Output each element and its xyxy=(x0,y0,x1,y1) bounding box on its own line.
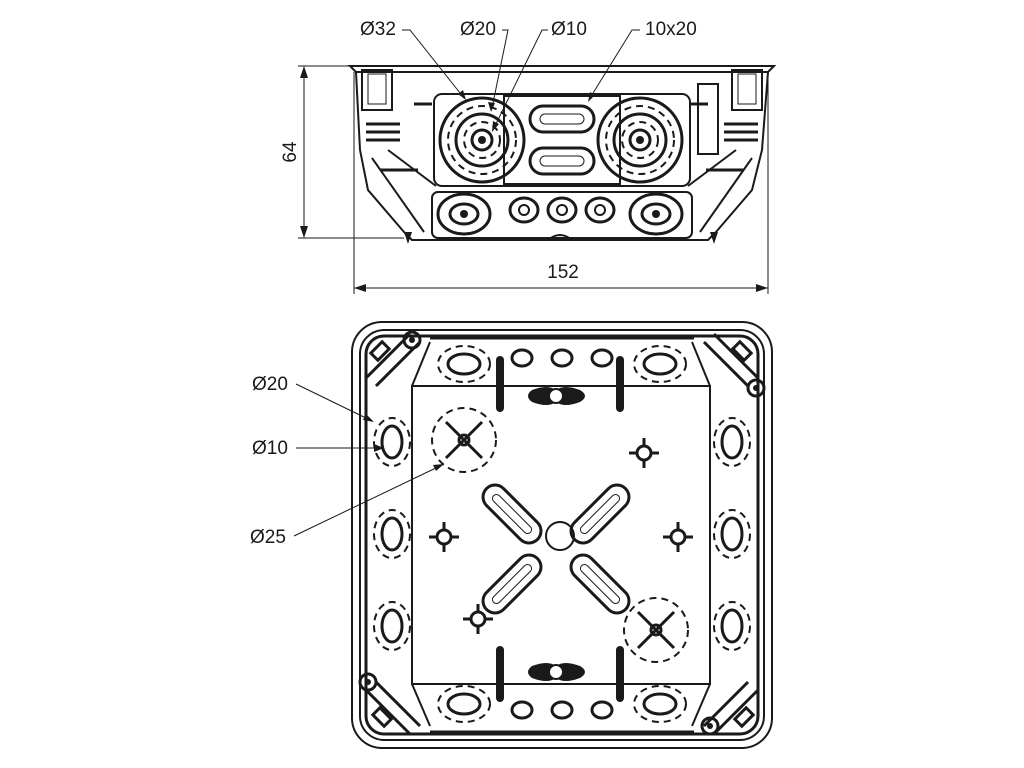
top-view-callouts: Ø20 Ø10 Ø25 xyxy=(250,374,444,548)
knockouts-left xyxy=(364,400,411,670)
knockouts-right xyxy=(713,400,760,670)
label-d20-side: Ø20 xyxy=(460,19,496,40)
screw-point xyxy=(429,522,459,552)
bottom-knockouts xyxy=(431,191,693,241)
screw-points xyxy=(429,438,693,634)
width-label: 152 xyxy=(547,262,579,283)
height-dimension: 64 xyxy=(280,65,404,239)
side-view-callouts: Ø32 Ø20 Ø10 10x20 xyxy=(360,19,697,132)
width-dimension: 152 xyxy=(353,72,769,294)
label-d32: Ø32 xyxy=(360,19,396,40)
label-d20-top: Ø20 xyxy=(252,374,288,395)
side-view: 64 152 Ø32 Ø20 Ø10 10x20 xyxy=(280,19,777,294)
vent-right xyxy=(690,83,758,172)
ribs xyxy=(496,356,624,702)
screw-point xyxy=(463,604,493,634)
label-d10-top: Ø10 xyxy=(252,438,288,459)
clips xyxy=(528,387,585,681)
screw-point xyxy=(663,522,693,552)
knockout-d25-upper-left xyxy=(431,407,497,473)
knockout-d32-right xyxy=(596,96,684,184)
corner-screws xyxy=(358,330,766,736)
label-slot: 10x20 xyxy=(645,19,697,40)
knockouts-top xyxy=(430,336,694,383)
knockout-d32-left xyxy=(438,96,526,184)
top-view: Ø20 Ø10 Ø25 xyxy=(250,321,773,749)
knockout-slots xyxy=(528,104,596,176)
height-label: 64 xyxy=(280,141,301,163)
vent-left xyxy=(366,102,432,172)
knockouts-bottom xyxy=(430,685,694,734)
knockout-d25-lower-right xyxy=(623,597,689,663)
label-d10-side: Ø10 xyxy=(551,19,587,40)
label-d25: Ø25 xyxy=(250,527,286,548)
diagonal-slots xyxy=(481,483,631,615)
screw-point xyxy=(629,438,659,468)
corner-walls xyxy=(364,332,760,736)
